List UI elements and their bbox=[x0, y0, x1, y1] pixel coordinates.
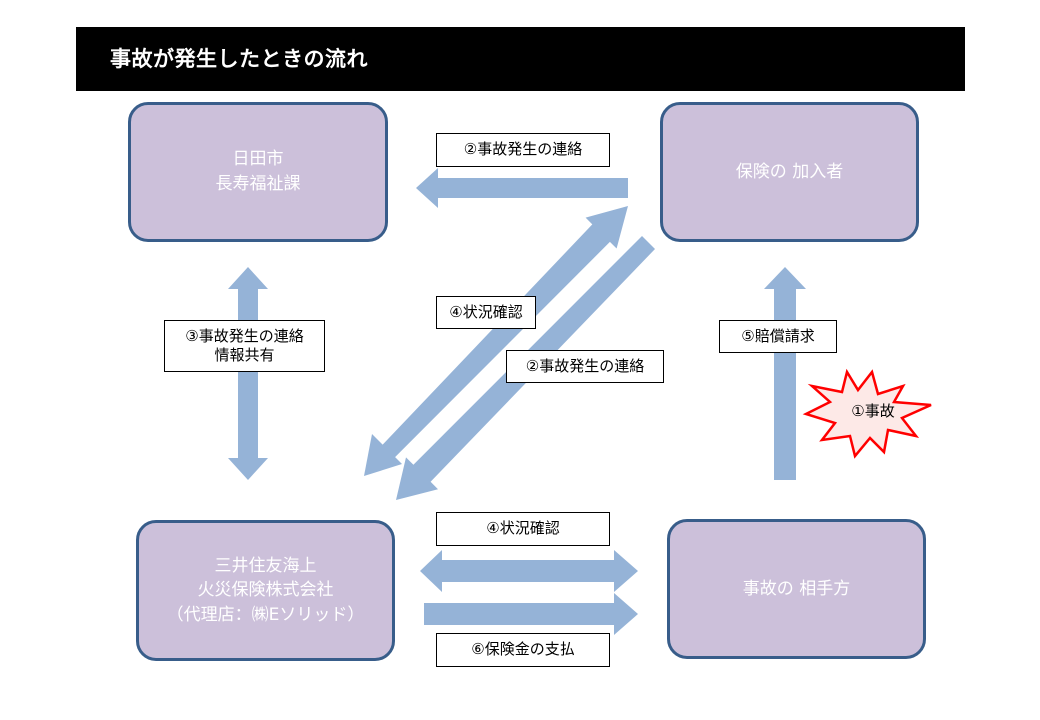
arrow-payment bbox=[424, 593, 638, 635]
label-status-check-diagonal-text: ④状況確認 bbox=[449, 302, 523, 321]
node-mitsui-line3: （代理店：㈱Eソリッド） bbox=[166, 604, 365, 625]
arrow-status-check-horizontal bbox=[420, 550, 638, 592]
label-claim: ⑤賠償請求 bbox=[719, 320, 837, 353]
label-payment-text: ⑥保険金の支払 bbox=[471, 640, 575, 659]
node-mitsui-line1: 三井住友海上 bbox=[214, 555, 317, 576]
label-contact-share: ③事故発生の連絡 情報共有 bbox=[164, 320, 325, 372]
label-contact-top: ②事故発生の連絡 bbox=[436, 133, 610, 167]
page-title: 事故が発生したときの流れ bbox=[110, 47, 368, 71]
label-status-check-bottom: ④状況確認 bbox=[436, 512, 610, 546]
node-hita-welfare: 日田市 長寿福祉課 bbox=[128, 102, 388, 242]
node-insured-line1: 保険の 加入者 bbox=[735, 161, 844, 182]
node-insured: 保険の 加入者 bbox=[660, 102, 919, 242]
label-status-check-bottom-text: ④状況確認 bbox=[486, 519, 560, 538]
label-accident: ①事故 bbox=[851, 402, 895, 420]
label-contact-share-line2: 情報共有 bbox=[214, 346, 275, 364]
label-contact-diagonal-text: ②事故発生の連絡 bbox=[525, 356, 645, 375]
node-hita-line2: 長寿福祉課 bbox=[215, 174, 301, 194]
node-hita-line1: 日田市 bbox=[232, 149, 284, 170]
label-contact-diagonal: ②事故発生の連絡 bbox=[506, 350, 664, 383]
arrow-mitsui-to-insured-head bbox=[364, 434, 402, 476]
arrow-mitsui-to-insured bbox=[371, 206, 628, 470]
title-bar: 事故が発生したときの流れ bbox=[76, 27, 965, 91]
node-mitsui-line2: 火災保険株式会社 bbox=[197, 580, 334, 601]
node-counterparty-line1: 事故の 相手方 bbox=[742, 578, 851, 599]
label-payment: ⑥保険金の支払 bbox=[436, 633, 610, 667]
label-status-check-diagonal: ④状況確認 bbox=[436, 296, 536, 329]
label-contact-share-line1: ③事故発生の連絡 bbox=[185, 326, 304, 345]
node-mitsui-sumitomo: 三井住友海上 火災保険株式会社 （代理店：㈱Eソリッド） bbox=[136, 520, 395, 661]
label-contact-top-text: ②事故発生の連絡 bbox=[463, 140, 583, 159]
node-counterparty: 事故の 相手方 bbox=[667, 519, 926, 659]
label-claim-text: ⑤賠償請求 bbox=[741, 326, 815, 345]
arrow-insured-to-hita bbox=[416, 168, 628, 208]
